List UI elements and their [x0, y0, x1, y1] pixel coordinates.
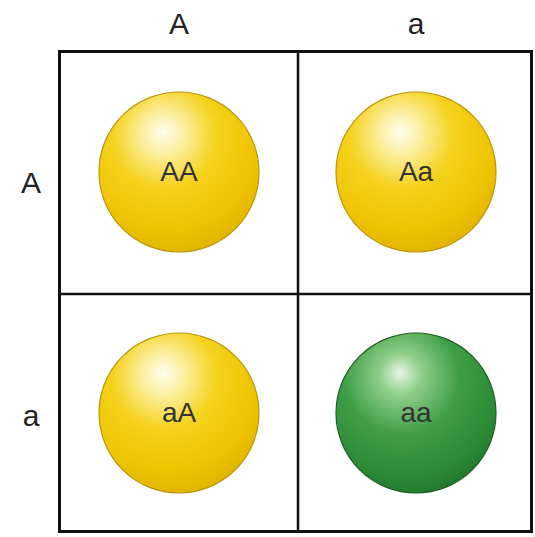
genotype-label: AA	[160, 156, 197, 188]
genotype-circle: aA	[98, 332, 260, 494]
genotype-circle: AA	[98, 91, 260, 253]
allele-header: a	[408, 7, 425, 41]
allele-header: A	[169, 7, 189, 41]
circle-fill	[99, 333, 259, 493]
genotype-label: aA	[162, 397, 196, 429]
genotype-circle: aa	[335, 332, 497, 494]
allele-header: a	[23, 399, 40, 433]
genotype-label: Aa	[399, 156, 433, 188]
allele-header: A	[21, 166, 41, 200]
circle-fill	[336, 92, 496, 252]
genotype-label: aa	[400, 397, 431, 429]
grid-line	[297, 52, 300, 532]
grid-line	[60, 293, 532, 296]
grid-border	[60, 52, 532, 532]
circle-fill	[99, 92, 259, 252]
circle-fill	[336, 333, 496, 493]
genotype-circle: Aa	[335, 91, 497, 253]
